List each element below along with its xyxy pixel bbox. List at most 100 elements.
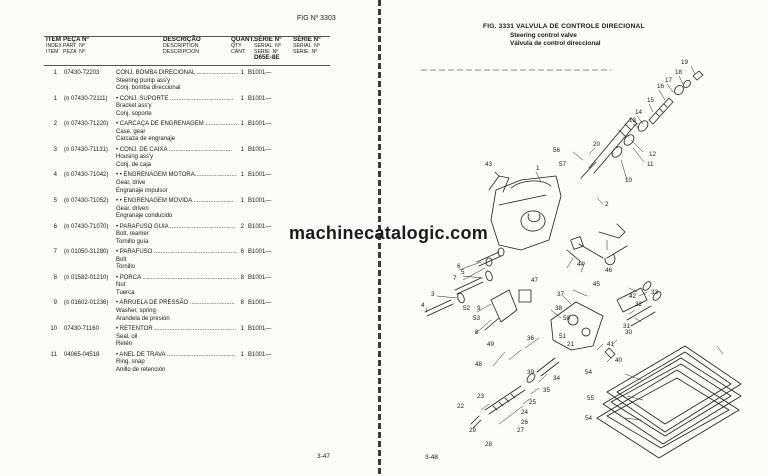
callout-45: 45: [593, 281, 601, 288]
callout-27: 27: [517, 427, 525, 434]
serial-range: B1001—: [248, 300, 272, 307]
figure-title-english: Steering control valve: [510, 32, 577, 39]
callout-47: 47: [531, 277, 539, 284]
callout-16: 16: [657, 83, 665, 90]
description-spanish: Engranaje impulsor: [116, 187, 168, 194]
callout-35: 35: [543, 387, 551, 394]
item-number: 6: [53, 223, 57, 230]
header-rule-bottom: [44, 65, 330, 66]
callout-17: 17: [665, 77, 673, 84]
description-english: Washer, spring: [116, 307, 156, 314]
description: • • ENGRENAGEM MOVIDA ..................…: [116, 198, 234, 204]
callout-32: 32: [635, 301, 643, 308]
callout-22: 22: [457, 403, 465, 410]
part-number: (¤ 01050-31280): [64, 249, 109, 256]
callout-38: 38: [555, 305, 563, 312]
quantity: 8: [240, 274, 244, 281]
callout-34: 34: [553, 375, 561, 382]
bracket-plate: [598, 223, 628, 259]
quantity: 1: [240, 95, 244, 102]
quantity: 1: [240, 172, 244, 179]
figure-title: FIG. 3331 VALVULA DE CONTROLE DIRECIONAL: [483, 23, 645, 30]
item-number: 1: [53, 70, 57, 76]
header-rule-top: [44, 36, 330, 37]
description-english: Bracket ass'y: [116, 103, 152, 110]
figure-reference: FIG Nº 3303: [297, 15, 336, 22]
description-spanish: Tornillo: [116, 264, 136, 271]
description: CONJ. BOMBA DIRECIONAL .................…: [116, 70, 239, 76]
callout-13: 13: [629, 117, 637, 124]
watermark: machinecatalogic.com: [289, 223, 489, 243]
exploded-view-diagram: 1234567891011121314151617181920212223242…: [420, 59, 742, 459]
callout-24: 24: [521, 409, 529, 416]
description-spanish: Conj. de caja: [116, 161, 152, 168]
quantity: 1: [240, 146, 244, 153]
valve-body: [490, 175, 562, 251]
item-number: 2: [53, 121, 57, 128]
serial-range: B1001—: [248, 172, 272, 179]
callout-52: 52: [463, 305, 471, 312]
item-number: 7: [53, 249, 57, 256]
serial-range: B1001—: [248, 249, 272, 256]
callout-55: 55: [587, 395, 595, 402]
callout-11: 11: [647, 161, 654, 168]
callout-39: 39: [527, 369, 535, 376]
item-number: 1: [53, 95, 57, 102]
description-spanish: Conj. soporte: [116, 110, 152, 117]
link-plate: [484, 289, 518, 331]
serial-range: B1001—: [248, 223, 272, 230]
serial-range: B1001—: [248, 121, 272, 128]
callout-40: 40: [615, 357, 623, 364]
callout-48: 48: [475, 361, 483, 368]
callout-56: 56: [553, 147, 561, 154]
ring-46: [604, 253, 616, 266]
description-english: Nut: [116, 282, 126, 289]
quantity: 1: [240, 70, 244, 76]
part-number: (¤ 07430-71131): [64, 146, 108, 153]
serial-range: B1001—: [248, 274, 272, 281]
description-english: Steering pump ass'y: [116, 77, 171, 84]
callout-46: 46: [605, 267, 613, 274]
description: • PARAFUSO .............................…: [116, 249, 238, 256]
spring-stack: [611, 70, 704, 158]
part-number: (¤ 07430-71220): [64, 121, 109, 128]
callout-19: 19: [681, 59, 689, 66]
item-number: 9: [53, 300, 57, 307]
item-number: 8: [53, 274, 57, 281]
serial-range: B1001—: [248, 351, 272, 358]
description: • PORCA ................................…: [116, 274, 240, 281]
callout-8: 8: [475, 329, 479, 336]
description-spanish: Tornillo guía: [116, 238, 149, 245]
serial-range: B1001—: [248, 95, 272, 102]
callout-18: 18: [675, 69, 683, 76]
lower-valve-block: [550, 301, 604, 351]
callout-50: 50: [563, 315, 571, 322]
description-english: Bolt, reamer: [116, 231, 149, 238]
part-number: (¤ 07430-71042): [64, 172, 109, 179]
description: • RETENTOR .............................…: [116, 326, 237, 332]
callout-15: 15: [647, 97, 655, 104]
callout-3: 3: [431, 291, 435, 298]
callout-54: 54: [585, 415, 593, 422]
serial-range: B1001—: [248, 198, 272, 204]
serial-range: B1001—: [248, 326, 272, 332]
description-english: Gear, driven: [116, 205, 149, 212]
callout-labels: 1234567891011121314151617181920212223242…: [421, 59, 689, 448]
description: • CONJ. DE CAIXA .......................…: [116, 146, 233, 153]
gasket-plates: [596, 345, 742, 459]
quantity: 8: [240, 300, 244, 307]
description-english: Housing ass'y: [116, 154, 154, 161]
item-number: 3: [53, 146, 57, 153]
item-number: 11: [50, 351, 57, 358]
callout-14: 14: [635, 109, 643, 116]
description-spanish: Retén: [116, 341, 133, 348]
quantity: 1: [240, 121, 244, 128]
callout-5: 5: [461, 269, 465, 276]
description-spanish: Anillo de retención: [116, 366, 166, 373]
description-english: Seal, oil: [116, 333, 138, 340]
bushing: [570, 236, 584, 250]
item-number: 5: [53, 198, 57, 204]
